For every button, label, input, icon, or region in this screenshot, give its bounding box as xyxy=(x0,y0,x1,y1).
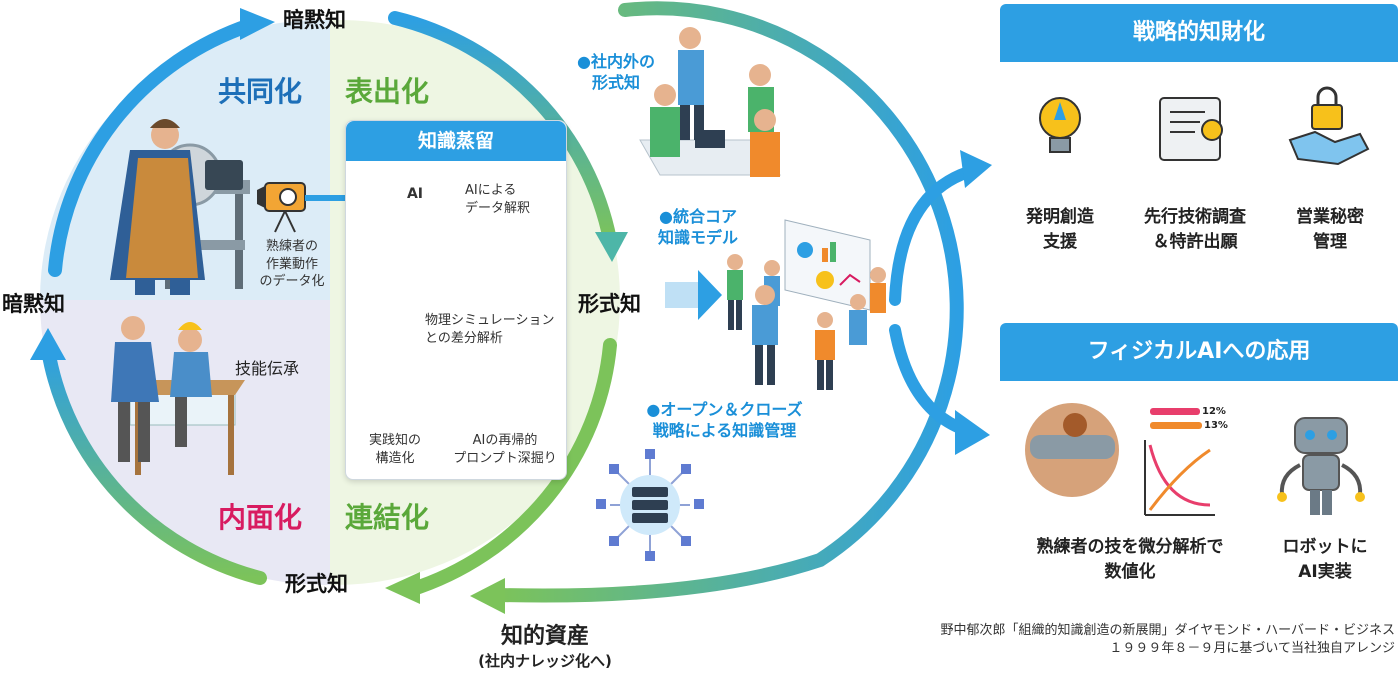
core-model-text: ●統合コア 知識モデル xyxy=(657,207,738,247)
label-tacit-top: 暗黙知 xyxy=(283,8,346,32)
external-formal-text: ●社内外の 形式知 xyxy=(577,52,655,92)
label-internalization: 内面化 xyxy=(218,501,303,534)
presentation-illustration xyxy=(727,219,886,390)
ip-item-trade-secret: 営業秘密 管理 xyxy=(1296,207,1364,252)
open-close-text: ●オープン＆クローズ 戦略による知識管理 xyxy=(646,400,803,440)
ai-brain-label: AI xyxy=(406,186,424,202)
arc-bottom-left xyxy=(41,343,267,585)
ai-chip-label: AI xyxy=(495,379,509,393)
formal-arrow-head xyxy=(698,270,722,320)
arrowhead-top xyxy=(240,8,275,40)
arrowhead-left xyxy=(30,328,66,360)
arrowhead-bottom xyxy=(385,572,420,604)
cycle-ring xyxy=(41,11,617,597)
structuring-text: 実践知の 構造化 xyxy=(368,433,421,466)
server-network-icon xyxy=(596,449,704,561)
lightbulb-rocket-icon xyxy=(1039,97,1081,153)
label-socialization: 共同化 xyxy=(218,75,303,108)
robot-icon xyxy=(1277,417,1365,515)
prompt-text: AIの再帰的 プロンプト深掘り xyxy=(453,433,557,466)
formal-arrow-body xyxy=(665,282,700,308)
ai-analysis-text: AIによる データ解釈 xyxy=(465,183,531,216)
arrowhead-right xyxy=(595,232,628,262)
branch-up xyxy=(889,164,981,306)
ip-item-patent: 先行技術調査 ＆特許出願 xyxy=(1144,207,1246,252)
label-tacit-left: 暗黙知 xyxy=(2,292,65,316)
citation: 野中郁次郎「組織的知識創造の新展開」ダイヤモンド・ハーバード・ビジネス １９９９… xyxy=(840,622,1395,658)
meeting-illustration xyxy=(639,27,781,177)
ip-banner: 戦略的知財化 xyxy=(1000,4,1398,62)
card-title: 知識蒸留 xyxy=(346,121,566,161)
label-externalization: 表出化 xyxy=(345,75,430,108)
skill-transfer-illustration xyxy=(111,316,245,475)
knowledge-distillation-card: 知識蒸留 xyxy=(345,120,567,480)
label-combination: 連結化 xyxy=(345,501,430,534)
craftsman-photo-icon xyxy=(1025,403,1119,497)
citation-line-2: １９９９年８－９月に基づいて当社独自アレンジ xyxy=(1109,641,1395,657)
robot-ai-text: ロボットに AI実装 xyxy=(1282,537,1368,582)
physical-ai-banner: フィジカルAIへの応用 xyxy=(1000,323,1398,381)
arc-top-right xyxy=(388,11,617,247)
branch-down xyxy=(889,324,971,436)
bar-label-1: 12% xyxy=(1202,406,1226,417)
motion-capture-text: 熟練者の 作業動作 のデータ化 xyxy=(259,239,325,290)
patent-document-icon xyxy=(1159,97,1223,161)
craftsman-illustration xyxy=(110,119,250,295)
arrowhead-asset xyxy=(470,578,505,614)
camera-icon xyxy=(257,182,306,233)
skill-transfer-text: 技能伝承 xyxy=(235,359,300,378)
progress-chart-icon xyxy=(1144,408,1215,516)
ip-item-invention: 発明創造 支援 xyxy=(1026,207,1094,252)
skill-quantify-text: 熟練者の技を微分解析で 数値化 xyxy=(1036,537,1224,582)
bar-label-2: 13% xyxy=(1204,420,1228,431)
label-formal-bottom: 形式知 xyxy=(285,572,348,596)
asset-title: 知的資産 xyxy=(500,624,589,649)
citation-line-1: 野中郁次郎「組織的知識創造の新展開」ダイヤモンド・ハーバード・ビジネス xyxy=(940,623,1395,638)
handshake-lock-icon xyxy=(1288,86,1370,166)
outer-arc xyxy=(493,1,964,603)
asset-subtitle: (社内ナレッジ化へ) xyxy=(478,652,612,670)
sim-diff-text: 物理シミュレーション との差分解析 xyxy=(425,313,555,346)
label-formal-right: 形式知 xyxy=(578,292,641,316)
arc-bottom-right xyxy=(403,338,617,597)
arc-top-left xyxy=(48,18,257,277)
